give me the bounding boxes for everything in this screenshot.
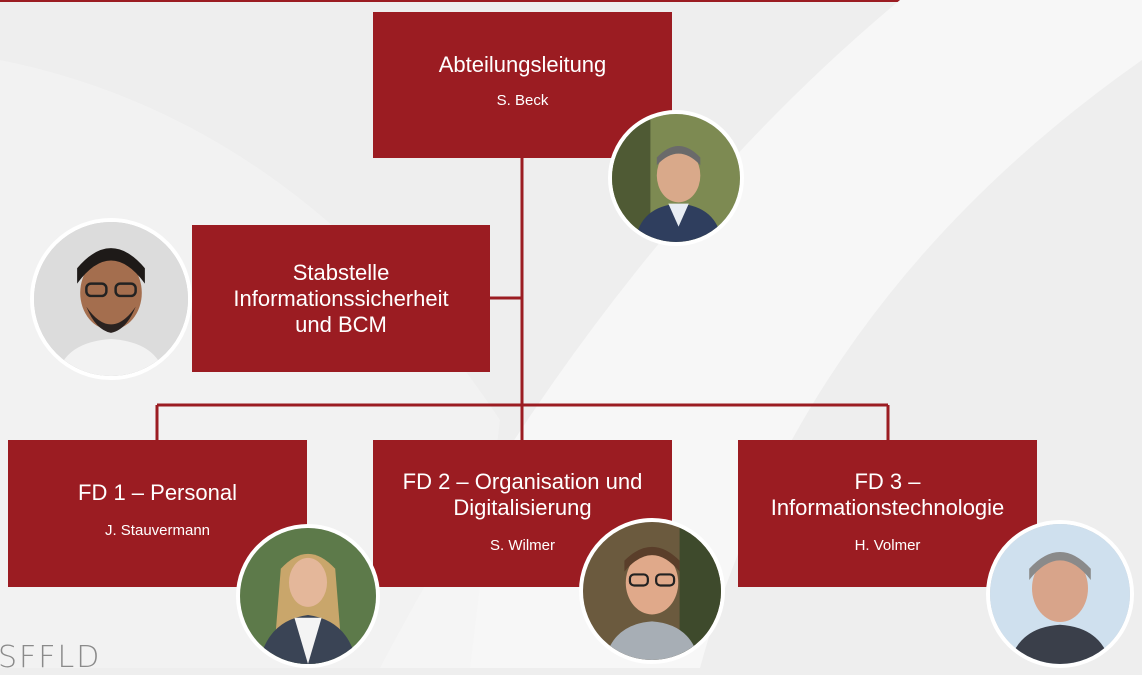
portrait-photo-wilmer [579,518,725,664]
person-portrait-icon [612,114,740,242]
box-person-name: J. Stauvermann [104,521,211,539]
box-title: FD 2 – Organisation und Digitalisierung [402,468,643,520]
abteilungsleitung-box: Abteilungsleitung S. Beck [373,12,672,158]
box-title: FD 3 – Informationstechnologie [770,468,1005,520]
portrait-photo-volmer [986,520,1134,668]
person-portrait-icon [34,222,188,376]
stabstelle-box: Stabstelle Informationssicherheit und BC… [192,225,490,372]
portrait-photo-beck [608,110,744,246]
person-portrait-icon [990,524,1130,664]
box-person-name: S. Beck [496,92,549,109]
top-accent-line [0,0,1142,2]
portrait-photo-stauvermann [236,524,380,668]
logo-watermark-text: SFFLD [0,640,102,675]
portrait-photo-stabstelle [30,218,192,380]
box-title: Abteilungsleitung [438,52,607,77]
person-portrait-icon [583,522,721,660]
box-title: FD 1 – Personal [78,479,237,505]
box-person-name: H. Volmer [854,536,921,554]
box-person-name: S. Wilmer [490,536,555,554]
person-portrait-icon [240,528,376,664]
fd3-box: FD 3 – Informationstechnologie H. Volmer [738,440,1037,587]
box-title: Stabstelle Informationssicherheit und BC… [233,259,449,337]
